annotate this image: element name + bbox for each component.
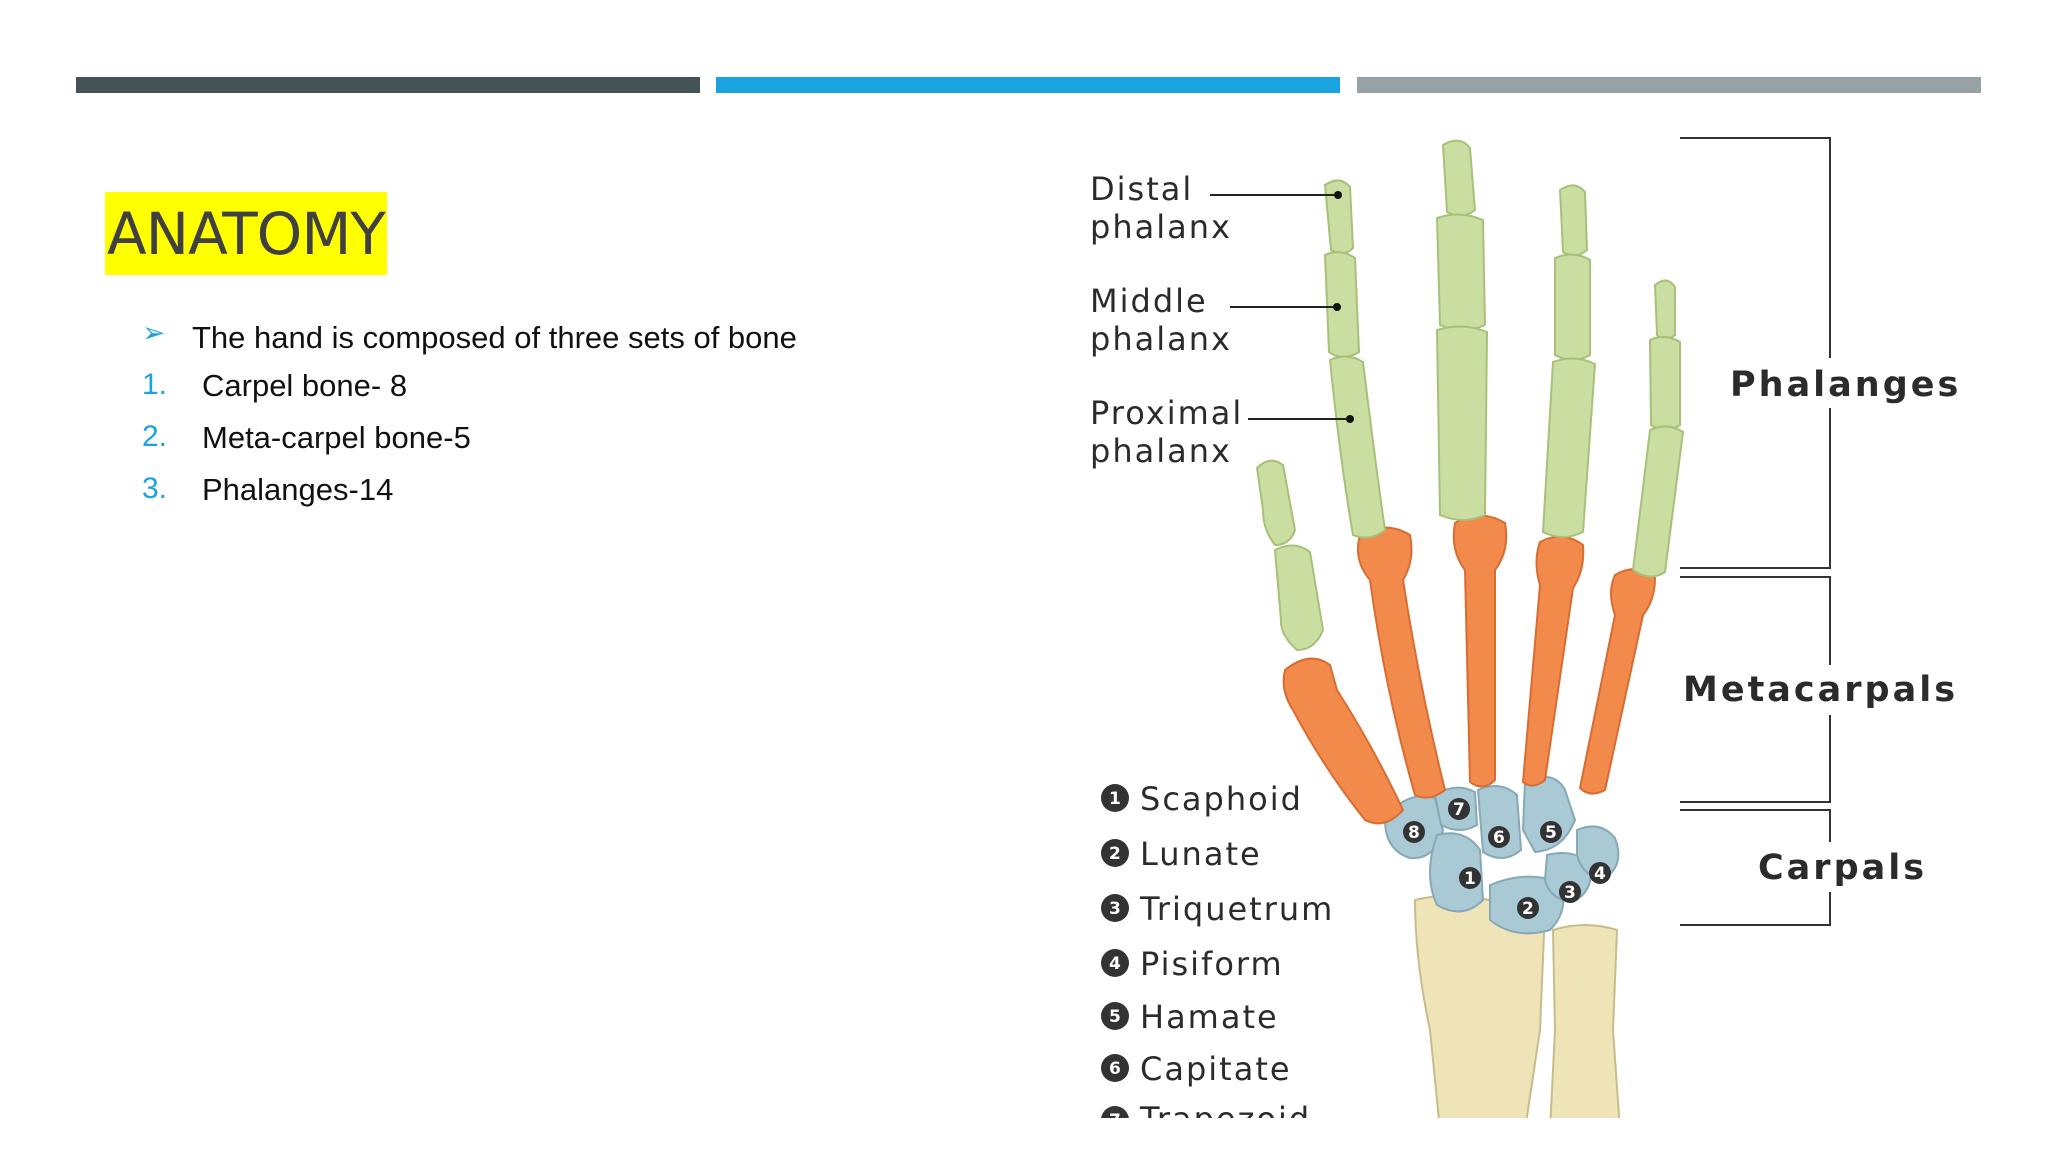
little-middle — [1648, 336, 1681, 431]
legend-label: Capitate — [1140, 1050, 1292, 1088]
ulna-bone — [1549, 924, 1621, 1118]
middle-label-2: phalanx — [1090, 320, 1232, 358]
distal-label-2: phalanx — [1090, 208, 1232, 246]
svg-text:1: 1 — [1464, 869, 1476, 889]
phalanges-bones — [1255, 139, 1685, 652]
distal-label-1: Distal — [1090, 170, 1193, 208]
list-number: 3. — [142, 472, 168, 505]
list-number: 1. — [142, 368, 168, 401]
svg-text:6: 6 — [1493, 828, 1505, 848]
metacarpal-little — [1578, 568, 1657, 795]
legend-label: Pisiform — [1140, 945, 1284, 983]
svg-text:7: 7 — [1109, 1111, 1121, 1120]
little-proximal — [1631, 425, 1685, 578]
hand-bone-diagram: 8 7 6 5 1 2 3 4 Di — [1085, 130, 1985, 1120]
carpal-pisiform — [1576, 825, 1620, 880]
svg-text:4: 4 — [1594, 864, 1606, 884]
svg-text:6: 6 — [1109, 1059, 1121, 1079]
legend-item: 7 Trapezoid — [1101, 1100, 1311, 1120]
metacarpal-ring — [1521, 535, 1585, 787]
ring-middle — [1554, 253, 1591, 361]
group-label-metacarpals: Metacarpals — [1683, 670, 1958, 710]
accent-bar-2 — [716, 77, 1340, 93]
list-number: 2. — [142, 420, 168, 453]
index-proximal — [1328, 355, 1387, 539]
legend-item: 4 Pisiform — [1101, 945, 1284, 983]
ring-proximal — [1541, 357, 1597, 538]
legend-item: 2 Lunate — [1101, 835, 1262, 873]
phalanx-labels: Distal phalanx Middle phalanx Proximal p… — [1090, 170, 1354, 470]
middle-label-1: Middle — [1090, 282, 1208, 320]
legend-item: 1 Scaphoid — [1101, 780, 1303, 818]
legend-label: Trapezoid — [1139, 1100, 1311, 1120]
little-distal — [1653, 279, 1676, 340]
slide-title: ANATOMY — [107, 199, 386, 268]
list-item-text: Meta-carpel bone-5 — [202, 420, 471, 455]
svg-text:2: 2 — [1522, 899, 1534, 919]
svg-text:4: 4 — [1109, 954, 1121, 974]
legend-item: 5 Hamate — [1101, 998, 1279, 1036]
title-highlight: ANATOMY — [105, 192, 387, 275]
list-item-text: Carpel bone- 8 — [202, 368, 408, 403]
carpal-numbers: 8 7 6 5 1 2 3 4 — [1403, 798, 1611, 919]
legend-label: Hamate — [1140, 998, 1279, 1036]
svg-text:2: 2 — [1109, 844, 1121, 864]
proximal-label-1: Proximal — [1090, 394, 1243, 432]
legend-label: Scaphoid — [1140, 780, 1303, 818]
svg-text:5: 5 — [1545, 823, 1557, 843]
arrow-bullet-icon: ➢ — [142, 317, 166, 348]
metacarpal-index — [1357, 526, 1447, 799]
legend-label: Lunate — [1140, 835, 1262, 873]
group-label-carpals: Carpals — [1758, 848, 1927, 888]
accent-bar-3 — [1357, 77, 1981, 93]
metacarpal-thumb — [1282, 657, 1405, 825]
carpal-legend: 1 Scaphoid 2 Lunate 3 Triquetrum 4 Pisif… — [1101, 780, 1334, 1120]
accent-bar-1 — [76, 77, 700, 93]
legend-label: Triquetrum — [1139, 890, 1334, 928]
svg-text:1: 1 — [1109, 789, 1121, 809]
list-item-text: Phalanges-14 — [202, 472, 394, 507]
group-brackets — [1680, 137, 1831, 926]
group-label-phalanges: Phalanges — [1730, 365, 1961, 405]
svg-text:5: 5 — [1109, 1007, 1121, 1027]
metacarpal-middle — [1452, 514, 1508, 788]
svg-text:3: 3 — [1109, 899, 1121, 919]
middle-proximal — [1435, 325, 1489, 521]
metacarpal-bones — [1282, 514, 1657, 825]
svg-text:7: 7 — [1453, 800, 1465, 820]
middle-middle — [1435, 213, 1487, 331]
svg-text:8: 8 — [1408, 823, 1420, 843]
index-middle — [1323, 251, 1361, 358]
thumb-distal — [1255, 459, 1297, 547]
middle-distal — [1441, 139, 1477, 217]
carpal-scaphoid — [1429, 832, 1485, 913]
bullet-intro-text: The hand is composed of three sets of bo… — [192, 320, 797, 355]
legend-item: 6 Capitate — [1101, 1050, 1292, 1088]
svg-text:3: 3 — [1564, 883, 1576, 903]
ring-distal — [1558, 184, 1589, 257]
legend-item: 3 Triquetrum — [1101, 890, 1334, 928]
thumb-proximal — [1273, 544, 1325, 652]
proximal-label-2: phalanx — [1090, 432, 1232, 470]
